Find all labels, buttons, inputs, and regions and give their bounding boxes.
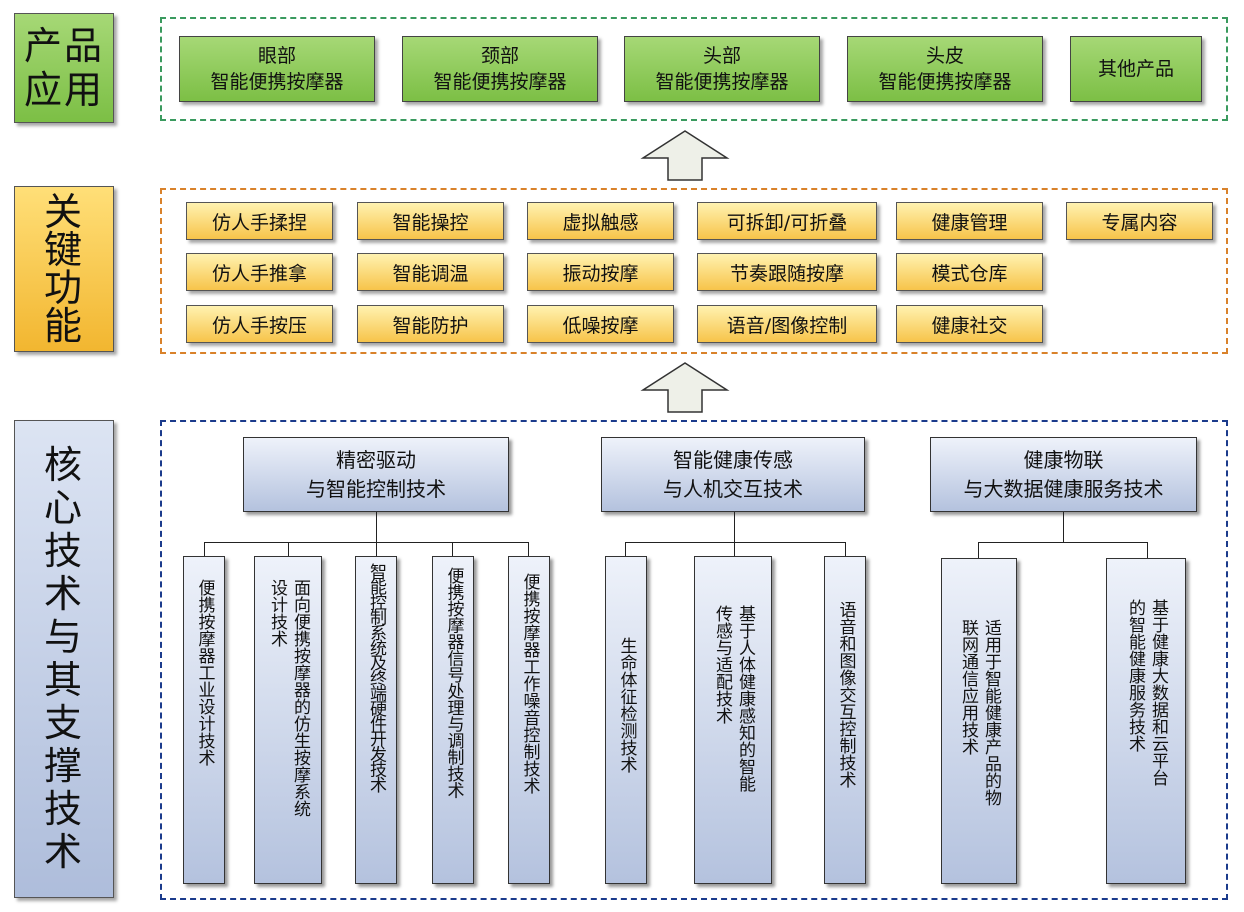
connector-line <box>625 542 845 543</box>
core-tech-item-text: 便携按摩器工业设计技术 <box>194 579 215 766</box>
layer-label-product-text: 产品 应用 <box>23 24 104 112</box>
product-other: 其他产品 <box>1070 36 1202 102</box>
feature-item: 低噪按摩 <box>527 305 674 343</box>
connector-line <box>204 542 528 543</box>
core-tech-item: 智能控制系统及终端硬件开发技术 <box>355 556 397 884</box>
features-frame <box>160 188 1228 354</box>
core-tech-item: 适用于智能健康产品的物联网通信应用技术 <box>941 558 1017 884</box>
layer-label-core: 核 心 技 术 与 其 支 撑 技 术 <box>14 420 114 898</box>
feature-item: 语音/图像控制 <box>697 305 877 343</box>
connector-line <box>734 542 735 556</box>
layer-label-core-text: 核 心 技 术 与 其 支 撑 技 术 <box>43 443 84 874</box>
connector-line <box>204 542 205 556</box>
product-scalp-massager: 头皮 智能便携按摩器 <box>847 36 1043 102</box>
up-arrow-icon <box>640 362 730 413</box>
feature-item: 可拆卸/可折叠 <box>697 202 877 240</box>
layer-label-features-text: 关 键 功 能 <box>43 190 84 348</box>
feature-item: 虚拟触感 <box>527 202 674 240</box>
core-tech-item: 面向便携按摩器的仿生按摩系统设计技术 <box>254 556 322 884</box>
feature-item: 仿人手推拿 <box>186 253 333 291</box>
core-tech-item-text: 适用于智能健康产品的物联网通信应用技术 <box>958 619 1001 806</box>
connector-line <box>1147 542 1148 558</box>
feature-item: 智能调温 <box>357 253 504 291</box>
feature-item: 节奏跟随按摩 <box>697 253 877 291</box>
connector-line <box>978 542 1147 543</box>
feature-item: 智能防护 <box>357 305 504 343</box>
connector-line <box>1063 512 1064 542</box>
product-head-massager: 头部 智能便携按摩器 <box>624 36 820 102</box>
core-tech-item-text: 便携按摩器工作噪音控制技术 <box>519 573 540 794</box>
feature-item: 智能操控 <box>357 202 504 240</box>
core-tech-item: 语音和图像交互控制技术 <box>824 556 866 884</box>
feature-item: 健康社交 <box>896 305 1043 343</box>
connector-line <box>288 542 289 556</box>
up-arrow-icon <box>640 130 730 181</box>
layer-label-product: 产品 应用 <box>14 13 114 123</box>
feature-item: 模式仓库 <box>896 253 1043 291</box>
connector-line <box>376 512 377 542</box>
core-tech-item: 基于健康大数据和云平台的智能健康服务技术 <box>1106 558 1186 884</box>
connector-line <box>376 542 377 556</box>
feature-item: 振动按摩 <box>527 253 674 291</box>
connector-line <box>625 542 626 556</box>
feature-item: 仿人手揉捏 <box>186 202 333 240</box>
connector-line <box>978 542 979 558</box>
core-frame <box>160 420 1228 900</box>
core-tech-item: 便携按摩器工业设计技术 <box>183 556 225 884</box>
product-frame <box>160 17 1228 121</box>
core-tech-item: 生命体征检测技术 <box>605 556 647 884</box>
core-group-title: 智能健康传感 与人机交互技术 <box>601 437 865 512</box>
connector-line <box>528 542 529 556</box>
connector-line <box>845 542 846 556</box>
core-tech-item-text: 语音和图像交互控制技术 <box>835 601 856 788</box>
feature-item: 专属内容 <box>1066 202 1213 240</box>
product-neck-massager: 颈部 智能便携按摩器 <box>402 36 598 102</box>
core-tech-item: 便携按摩器信号处理与调制技术 <box>432 556 474 884</box>
connector-line <box>452 542 453 556</box>
connector-line <box>734 512 735 542</box>
core-tech-item-text: 便携按摩器信号处理与调制技术 <box>443 567 464 798</box>
core-tech-item-text: 基于健康大数据和云平台的智能健康服务技术 <box>1125 599 1168 786</box>
core-tech-item-text: 生命体征检测技术 <box>616 637 637 773</box>
core-tech-item: 便携按摩器工作噪音控制技术 <box>508 556 550 884</box>
core-tech-item-text: 基于人体健康感知的智能传感与适配技术 <box>712 605 755 792</box>
core-tech-item-text: 面向便携按摩器的仿生按摩系统设计技术 <box>267 579 310 817</box>
feature-item: 仿人手按压 <box>186 305 333 343</box>
core-tech-item: 基于人体健康感知的智能传感与适配技术 <box>694 556 772 884</box>
feature-item: 健康管理 <box>896 202 1043 240</box>
layer-label-features: 关 键 功 能 <box>14 186 114 352</box>
core-group-title: 精密驱动 与智能控制技术 <box>243 437 509 512</box>
product-eye-massager: 眼部 智能便携按摩器 <box>179 36 375 102</box>
core-tech-item-text: 智能控制系统及终端硬件开发技术 <box>366 563 386 792</box>
core-group-title: 健康物联 与大数据健康服务技术 <box>930 437 1197 512</box>
